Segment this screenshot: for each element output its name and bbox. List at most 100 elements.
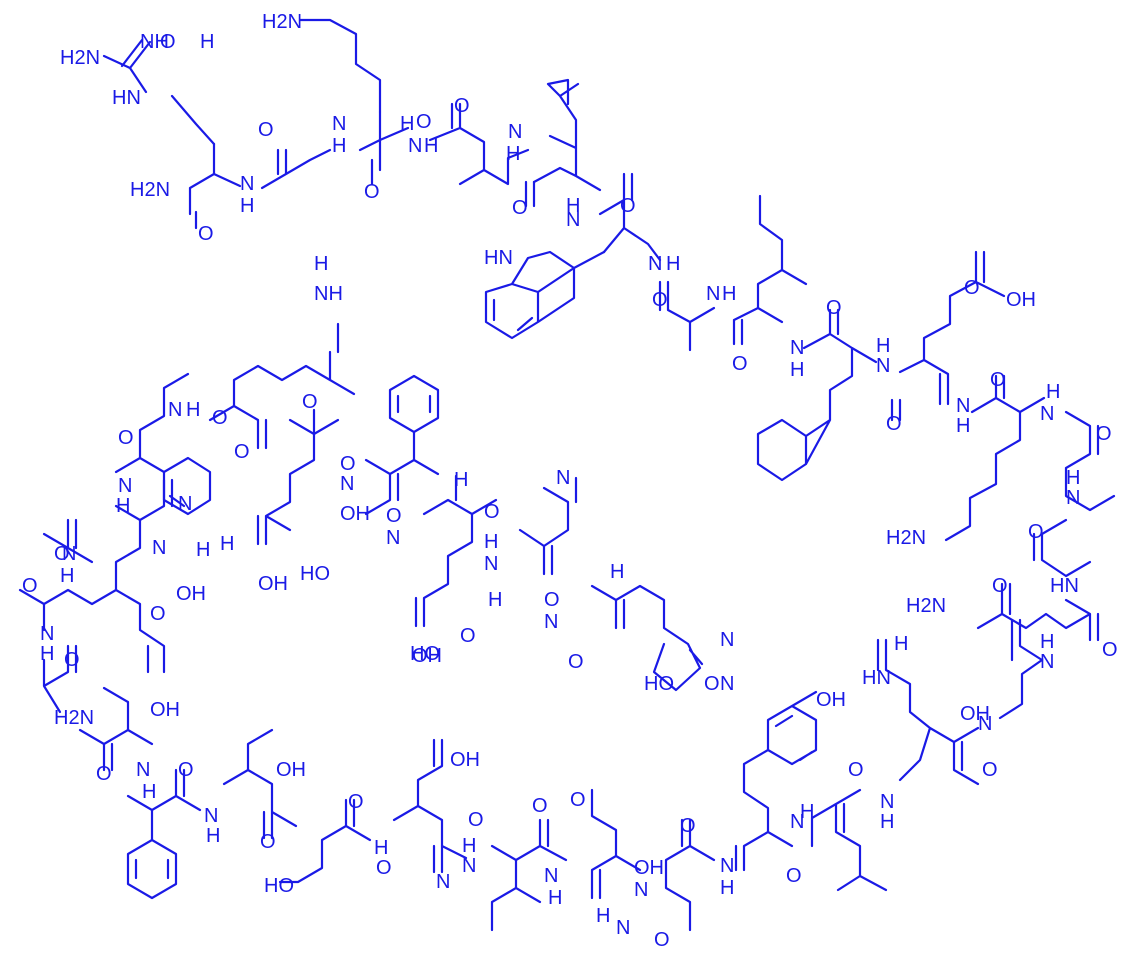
bond-thr1-segment: [222, 728, 298, 840]
bond-glu3-segment: [18, 478, 174, 632]
atom-label: O: [386, 505, 402, 527]
atom-label: HN: [484, 247, 513, 269]
atom-label: N: [790, 811, 804, 833]
atom-label: N: [1040, 651, 1054, 673]
atom-label: H: [666, 253, 680, 275]
atom-label: N: [240, 173, 254, 195]
atom-label: H: [1066, 467, 1080, 489]
atom-label: OH: [276, 759, 306, 781]
atom-label: O: [460, 625, 476, 647]
bond-arg1-backbone: [188, 142, 242, 230]
atom-label: N: [508, 121, 522, 143]
atom-label: N: [544, 611, 558, 633]
bond-his2-segment: [590, 584, 704, 692]
bond-gly3-segment: [42, 644, 78, 714]
atom-label: O: [544, 589, 560, 611]
atom-label: H: [220, 533, 234, 555]
atom-label: H: [400, 113, 414, 135]
atom-label: H: [596, 905, 610, 927]
atom-label: H: [454, 469, 468, 491]
atom-label: O: [96, 763, 112, 785]
atom-label: N: [706, 283, 720, 305]
bond-skeleton: [18, 18, 1116, 932]
atom-label: N: [616, 917, 630, 939]
atom-label: H: [566, 195, 580, 217]
atom-label: N: [332, 113, 346, 135]
bond-his1-segment: [114, 372, 212, 516]
atom-label: N: [40, 623, 54, 645]
atom-labels: NH H2N HN H2N O N H H2N O N H O N H O N …: [22, 11, 1118, 951]
bond-glu2-segment: [876, 638, 980, 786]
atom-label: H: [142, 781, 156, 803]
bond-leu1-segment: [532, 78, 602, 192]
atom-label: N: [436, 871, 450, 893]
bond-glu3-sidechain: [114, 588, 166, 674]
atom-label: H2N: [60, 47, 100, 69]
atom-label: H2N: [886, 527, 926, 549]
atom-label: O: [234, 441, 250, 463]
atom-label: O: [848, 759, 864, 781]
atom-label: HO: [264, 875, 294, 897]
bond-asp1-carbonyl: [432, 844, 444, 874]
atom-label: N: [484, 553, 498, 575]
atom-label: N: [876, 355, 890, 377]
atom-label: H: [876, 335, 890, 357]
bond-gly2-segment: [998, 618, 1044, 720]
atom-label: H: [506, 143, 520, 165]
atom-label: N: [152, 537, 166, 559]
atom-label: O: [348, 791, 364, 813]
atom-label: O: [570, 789, 586, 811]
atom-label: O: [416, 111, 432, 133]
bond-lys1-sidechain: [298, 18, 382, 114]
atom-label: O: [964, 277, 980, 299]
atom-label: N: [566, 209, 580, 231]
bond-gly-segment: [260, 148, 332, 190]
atom-label: O: [150, 603, 166, 625]
atom-label: O: [990, 369, 1006, 391]
atom-label: H: [116, 495, 130, 517]
atom-label: O: [704, 673, 720, 695]
atom-label: H: [240, 195, 254, 217]
atom-label: O: [118, 427, 134, 449]
atom-label: N: [556, 467, 570, 489]
bond-val2-segment: [490, 818, 568, 932]
atom-label: OH: [1006, 289, 1036, 311]
atom-label: H: [722, 283, 736, 305]
atom-label: H: [186, 399, 200, 421]
atom-label: OH: [150, 699, 180, 721]
bond-ser3-segment: [278, 798, 372, 884]
atom-label: O: [568, 651, 584, 673]
atom-label: O: [786, 865, 802, 887]
bond-leu2-segment: [810, 788, 888, 892]
bond-thr2-segment: [78, 686, 154, 772]
atom-label: H: [484, 531, 498, 553]
atom-label: H: [894, 633, 908, 655]
atom-label: H: [424, 135, 438, 157]
atom-label: H2N: [54, 707, 94, 729]
atom-label: O: [454, 95, 470, 117]
atom-label: H: [206, 825, 220, 847]
bond-glu1-segment: [890, 250, 1006, 422]
atom-label: N: [340, 473, 354, 495]
atom-label: OH: [960, 703, 990, 725]
atom-label: O: [680, 815, 696, 837]
atom-label: H: [956, 415, 970, 437]
atom-label: O: [512, 197, 528, 219]
atom-label: H: [790, 359, 804, 381]
atom-label: O: [982, 759, 998, 781]
atom-label: O: [1096, 423, 1112, 445]
atom-label: H2N: [906, 595, 946, 617]
bond-glu4-carbonyl: [312, 408, 340, 436]
bond-glu5-segment: [414, 474, 498, 628]
atom-label: O: [364, 181, 380, 203]
atom-label: N: [118, 475, 132, 497]
atom-label: H: [1046, 381, 1060, 403]
atom-label: O: [1102, 639, 1118, 661]
bond-phe2-segment: [126, 768, 202, 900]
bond-phe1-segment: [756, 308, 878, 482]
atom-label: H: [800, 801, 814, 823]
atom-label: N: [386, 527, 400, 549]
atom-label: O: [340, 453, 356, 475]
bond-ala4-segment: [42, 518, 94, 564]
atom-label: N: [178, 493, 192, 515]
